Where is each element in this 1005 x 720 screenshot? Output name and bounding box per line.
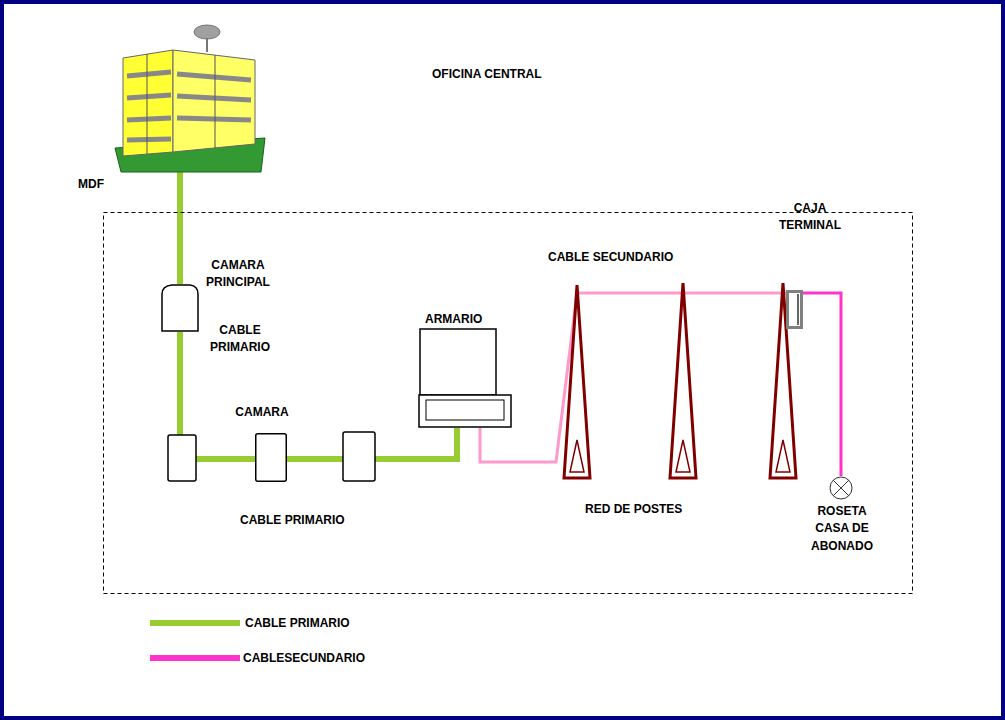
cable-connector <box>177 172 183 284</box>
chamber <box>343 432 375 481</box>
rosette-symbol <box>829 476 853 500</box>
chamber: CAMARA <box>255 433 287 482</box>
chamber <box>168 435 196 481</box>
central-office-building <box>115 20 265 172</box>
cable-connector <box>803 293 841 476</box>
legend-swatch <box>150 620 240 626</box>
pole-network <box>564 283 796 478</box>
node-label: ARMARIO <box>425 311 482 328</box>
legend-text: CABLE PRIMARIO <box>245 615 350 632</box>
outside-plant-boundary <box>104 213 913 594</box>
node-label: CAJA TERMINAL <box>779 200 841 235</box>
legend-swatch <box>150 655 240 661</box>
legend-text: CABLESECUNDARIO <box>243 650 365 667</box>
diagram-title: OFICINA CENTRAL <box>432 66 542 83</box>
cable-label: CABLE SECUNDARIO <box>548 249 673 266</box>
cable-label: CABLE PRIMARIO <box>210 322 270 357</box>
node-label: CAMARA PRINCIPAL <box>206 257 270 292</box>
node-label: CAMARA <box>235 404 288 421</box>
cable-label: RED DE POSTES <box>585 501 682 518</box>
terminal-box: CAJA TERMINAL <box>786 290 803 329</box>
node-label: ROSETA CASA DE ABONADO <box>811 503 873 555</box>
cabinet: ARMARIO <box>418 328 512 428</box>
central-office: MDF <box>115 20 265 172</box>
node-label: MDF <box>78 176 104 193</box>
main-chamber: CAMARA PRINCIPAL <box>160 284 200 332</box>
cable-connector <box>480 293 786 462</box>
cabinet-outline <box>418 328 512 428</box>
subscriber-rosette: ROSETA CASA DE ABONADO <box>829 476 853 500</box>
cable-label: CABLE PRIMARIO <box>240 512 345 529</box>
chamber-outline <box>160 284 200 332</box>
terminal-box-outline <box>786 290 803 329</box>
chamber-outline <box>255 433 287 482</box>
